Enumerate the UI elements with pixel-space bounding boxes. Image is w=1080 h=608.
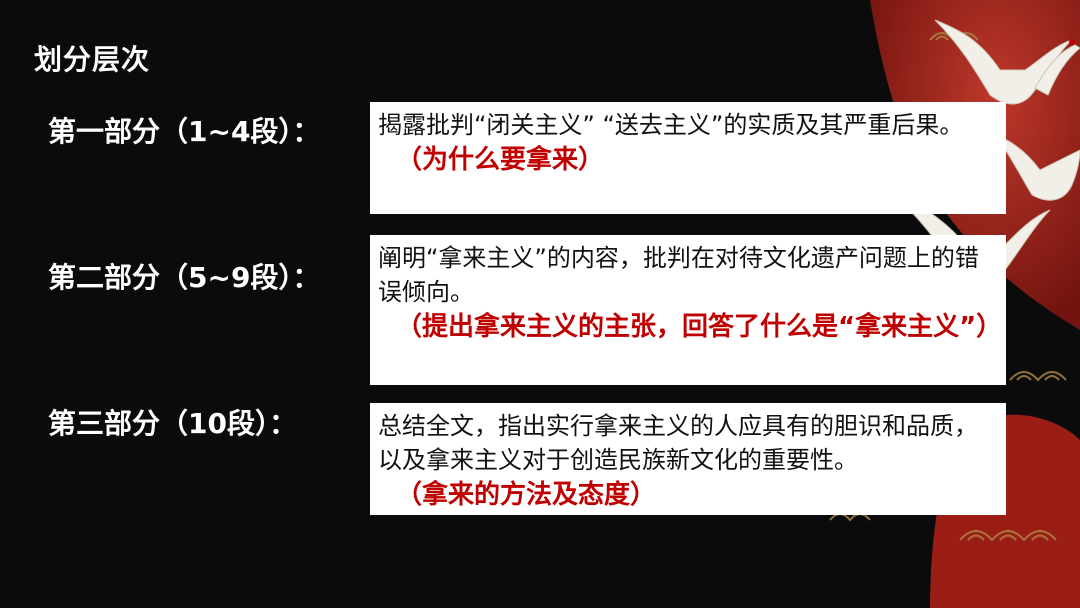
part-1-label: 第一部分（1~4段）： [48,115,321,148]
part-3-text: 总结全文，指出实行拿来主义的人应具有的胆识和品质，以及拿来主义对于创造民族新文化… [378,412,978,474]
part-3-box: 总结全文，指出实行拿来主义的人应具有的胆识和品质，以及拿来主义对于创造民族新文化… [370,403,1006,515]
part-2-box: 阐明“拿来主义”的内容，批判在对待文化遗产问题上的错误倾向。 （提出拿来主义的主… [370,235,1006,385]
part-3-emphasis: （拿来的方法及态度） [396,480,657,510]
part-2-emphasis: （提出拿来主义的主张，回答了什么是“拿来主义”） [396,312,1003,342]
page-title: 划分层次 [34,43,151,76]
part-2-text: 阐明“拿来主义”的内容，批判在对待文化遗产问题上的错误倾向。 [378,244,979,306]
part-3-label: 第三部分（10段）： [48,407,297,440]
part-1-box: 揭露批判“闭关主义” “送去主义”的实质及其严重后果。 （为什么要拿来） [370,102,1006,214]
part-2-label: 第二部分（5~9段）： [48,261,321,294]
part-1-emphasis: （为什么要拿来） [396,145,605,175]
part-1-text: 揭露批判“闭关主义” “送去主义”的实质及其严重后果。 [378,111,964,139]
